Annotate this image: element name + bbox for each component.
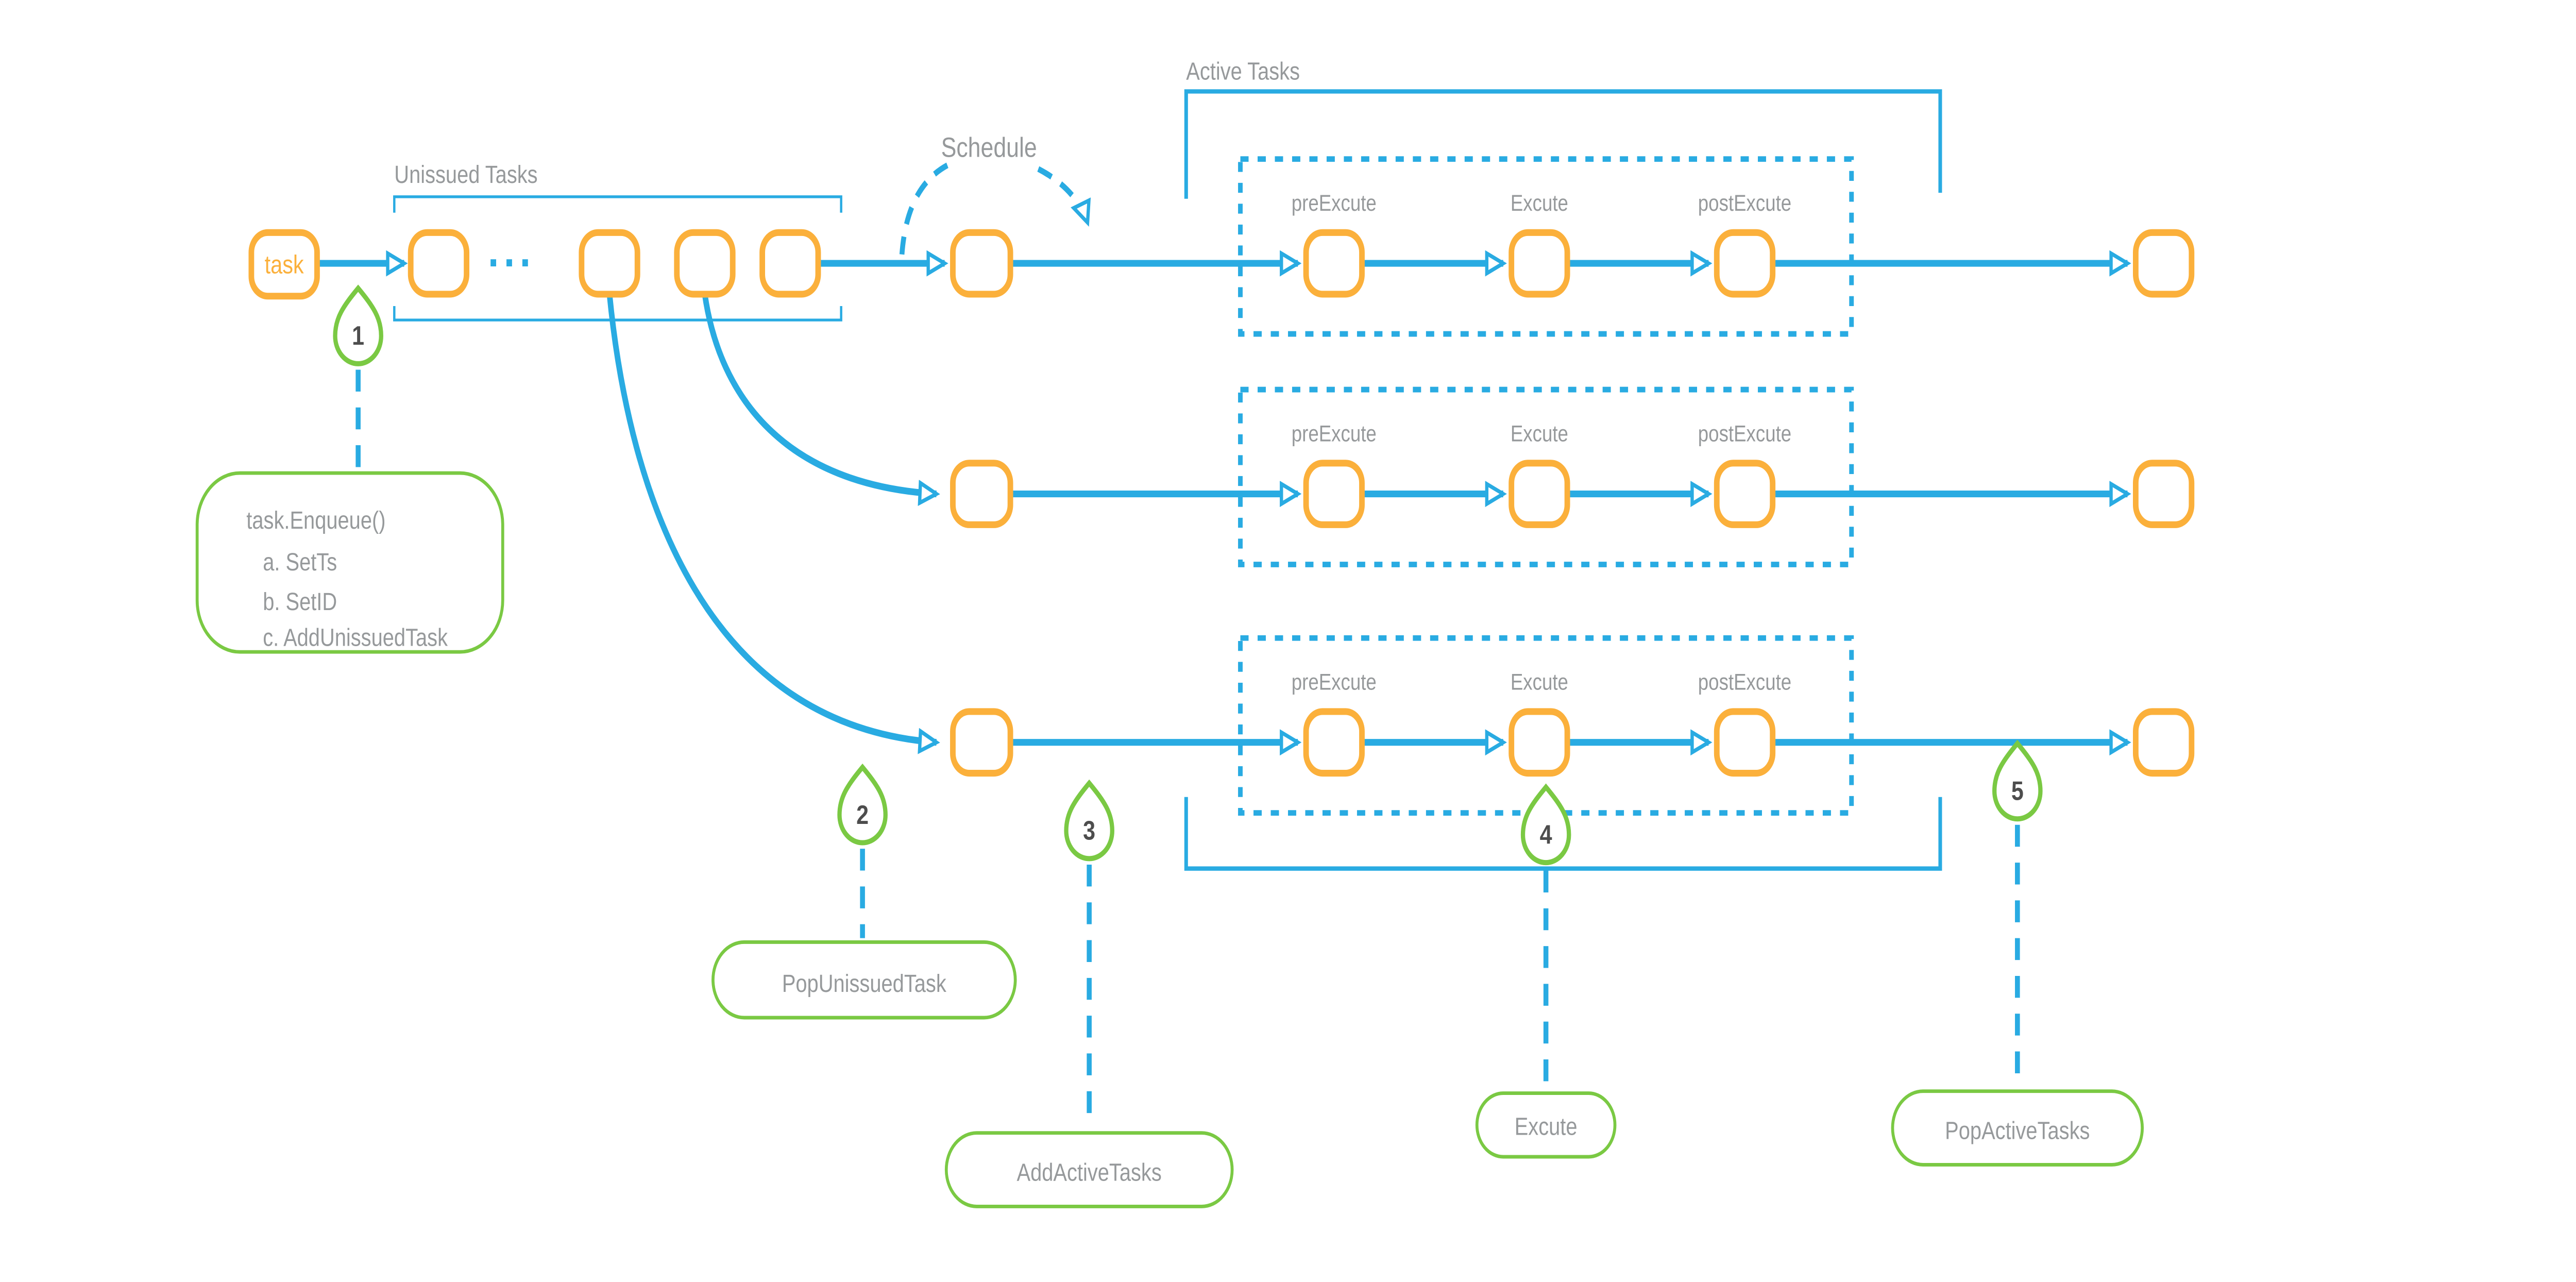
postexcute-node-row3 — [1714, 708, 1776, 777]
callout-pop-unissued-task-label: PopUnissuedTask — [782, 970, 947, 997]
callout-excute-label: Excute — [1515, 1113, 1578, 1140]
active-tasks-label: Active Tasks — [1186, 58, 1300, 85]
callouts: task.Enqueue() a. SetTs b. SetID c. AddU… — [195, 471, 2144, 1208]
preexcute-node-row2 — [1303, 460, 1365, 528]
callout-enqueue-item-a: a. SetTs — [263, 549, 337, 576]
end-node-row1 — [2132, 229, 2195, 298]
excute-node-row1 — [1509, 229, 1570, 298]
schedule-node-row1 — [950, 229, 1013, 298]
excute-label-row2: Excute — [1511, 420, 1568, 446]
marker-5-drop — [1992, 739, 2043, 822]
callout-enqueue-item-b: b. SetID — [263, 588, 337, 616]
end-node-row2 — [2132, 460, 2195, 528]
schedule-arc-right — [1037, 166, 1088, 223]
postexcute-label-row3: postExcute — [1698, 669, 1791, 695]
callout-enqueue-item-c: c. AddUnissuedTask — [263, 624, 448, 651]
marker-2-number: 2 — [856, 800, 869, 830]
marker-1-drop — [333, 284, 383, 366]
unissued-bracket-top — [393, 195, 842, 213]
postexcute-node-row2 — [1714, 460, 1776, 528]
task-nodes — [248, 229, 2195, 777]
marker-4-number: 4 — [1540, 820, 1552, 850]
schedule-arc-left — [899, 162, 949, 255]
worker-box-row2 — [1238, 386, 1854, 567]
queue-node-2 — [579, 229, 640, 298]
active-tasks-bracket — [1184, 89, 1942, 871]
marker-5-number: 5 — [2011, 777, 2024, 806]
excute-node-row3 — [1509, 708, 1570, 777]
excute-node-row2 — [1509, 460, 1570, 528]
preexcute-node-row1 — [1303, 229, 1365, 298]
queue-node-4 — [759, 229, 821, 298]
excute-label-row3: Excute — [1511, 669, 1568, 695]
task-node-label: task — [265, 250, 304, 279]
worker-box-row3 — [1238, 635, 1854, 816]
step-markers: 1 2 3 4 5 — [333, 284, 2043, 866]
unissued-tasks-label: Unissued Tasks — [394, 161, 537, 188]
callout-enqueue-title: task.Enqueue() — [246, 507, 385, 534]
worker-box-row1 — [1238, 156, 1854, 337]
marker-1-number: 1 — [352, 321, 364, 351]
postexcute-label-row1: postExcute — [1698, 190, 1791, 216]
preexcute-node-row3 — [1303, 708, 1365, 777]
active-bracket-bottom — [1184, 797, 1942, 871]
queue-node-3 — [674, 229, 736, 298]
preexcute-label-row3: preExcute — [1292, 669, 1377, 695]
end-node-row3 — [2132, 708, 2195, 777]
callout-enqueue — [195, 471, 504, 654]
callout-excute — [1475, 1091, 1617, 1159]
callout-add-active-tasks-label: AddActiveTasks — [1017, 1159, 1162, 1186]
postexcute-node-row1 — [1714, 229, 1776, 298]
marker-2-drop — [837, 763, 888, 846]
callout-pop-active-tasks-label: PopActiveTasks — [1945, 1117, 2090, 1144]
marker-3-drop — [1064, 779, 1114, 862]
excute-label-row1: Excute — [1511, 190, 1568, 216]
queue-node-1 — [408, 229, 470, 298]
task-node — [248, 229, 320, 300]
unissued-tasks-bracket — [393, 195, 842, 322]
start-node-row2 — [950, 460, 1013, 528]
queue-ellipsis: ... — [488, 223, 535, 277]
flow-arrows — [317, 263, 2127, 743]
preexcute-label-row1: preExcute — [1292, 190, 1377, 216]
postexcute-label-row2: postExcute — [1698, 420, 1791, 446]
callout-pop-unissued-task — [711, 940, 1017, 1020]
curve-queue-to-row2 — [702, 293, 937, 494]
marker-4-drop — [1520, 783, 1571, 866]
callout-pop-active-tasks — [1891, 1089, 2144, 1167]
preexcute-label-row2: preExcute — [1292, 420, 1377, 446]
unissued-bracket-bottom — [393, 306, 842, 322]
callout-add-active-tasks — [944, 1131, 1234, 1208]
start-node-row3 — [950, 708, 1013, 777]
marker-3-number: 3 — [1083, 816, 1095, 846]
schedule-label: Schedule — [941, 132, 1037, 163]
curve-queue-to-row3 — [606, 294, 937, 743]
active-bracket-top — [1184, 89, 1942, 199]
